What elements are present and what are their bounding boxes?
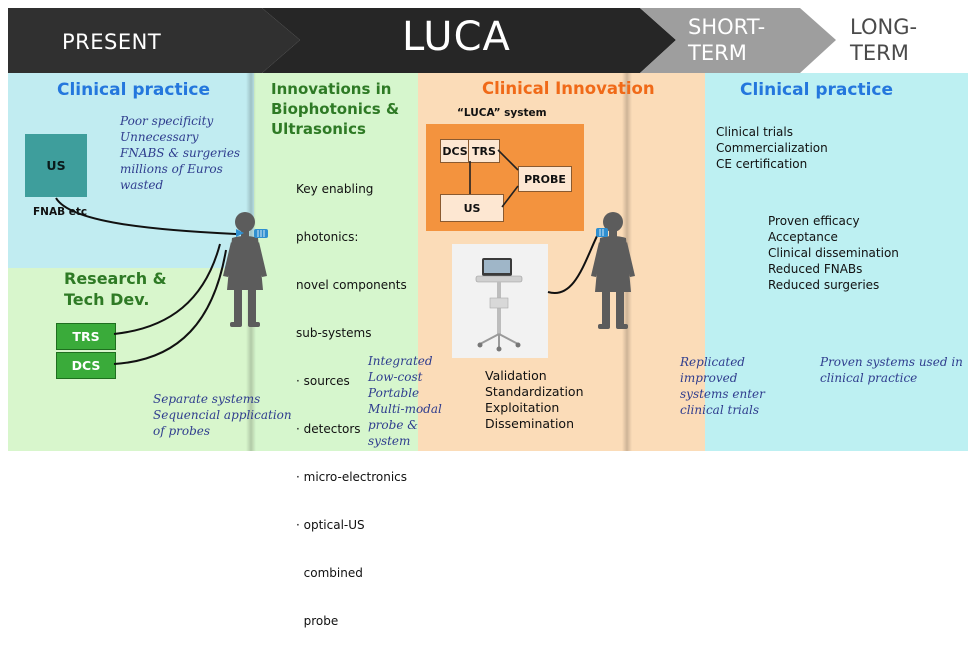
- long-term-line-1: LONG-: [850, 15, 918, 39]
- luca-probe-icon: [596, 228, 608, 237]
- luca-device-image: [452, 244, 548, 358]
- separate-line: of probes: [153, 424, 211, 438]
- short-term-arrow: [640, 8, 836, 73]
- integrated-line: system: [368, 434, 411, 448]
- integrated-line: Portable: [368, 386, 420, 400]
- step-line: Dissemination: [485, 416, 574, 431]
- integrated-line: Low-cost: [368, 370, 423, 384]
- problem-line: FNABS & surgeries: [120, 146, 241, 160]
- enabling-line: Key enabling: [296, 182, 374, 196]
- list2-line: Clinical dissemination: [768, 246, 899, 260]
- luca-probe-box: PROBE: [518, 166, 572, 192]
- luca-internal-connectors: [469, 149, 519, 208]
- us-cable: [55, 197, 237, 235]
- enabling-line: novel components: [296, 278, 407, 292]
- separate-line: Sequencial application: [153, 408, 292, 422]
- luca-trs-box: TRS: [468, 139, 500, 163]
- enabling-line: · optical-US: [296, 518, 365, 532]
- step-line: Standardization: [485, 384, 584, 399]
- integrated-line: probe &: [368, 418, 418, 432]
- separate-systems-text: Separate systems Sequencial application …: [153, 391, 292, 439]
- proven-line: Proven systems used in: [820, 355, 963, 369]
- enabling-line: probe: [296, 614, 339, 628]
- step-line: Exploitation: [485, 400, 560, 415]
- long-term-panel: [705, 73, 968, 451]
- enabling-line: · sources: [296, 374, 350, 388]
- present-clinical-title: Clinical practice: [57, 80, 211, 100]
- replicated-line: systems enter: [680, 387, 765, 401]
- luca-arrow: [262, 8, 676, 73]
- replicated-line: improved: [680, 371, 738, 385]
- enabling-line: combined: [296, 566, 363, 580]
- luca-phase-label: LUCA: [402, 14, 511, 60]
- problems-text: Poor specificity Unnecessary FNABS & sur…: [120, 113, 240, 193]
- problem-line: millions of Euros: [120, 162, 223, 176]
- research-title-line: Research &: [64, 269, 167, 288]
- fnab-label: FNAB etc: [33, 206, 88, 218]
- innovations-title-line: Ultrasonics: [271, 120, 366, 138]
- list2-line: Reduced FNABs: [768, 262, 863, 276]
- long-term-phase-label: LONG- TERM: [850, 14, 917, 66]
- device-cart-icon: [475, 258, 523, 352]
- dcs-cable: [113, 249, 227, 365]
- list2-line: Acceptance: [768, 230, 838, 244]
- present-cables: [55, 197, 237, 365]
- diagram-overlay: [55, 149, 635, 365]
- proven-systems-text: Proven systems used in clinical practice: [820, 354, 963, 386]
- innovations-title: Innovations in Biophotonics & Ultrasonic…: [271, 79, 399, 139]
- list1-line: Clinical trials: [716, 125, 793, 139]
- problem-line: wasted: [120, 178, 164, 192]
- dcs-device-box: DCS: [56, 352, 116, 379]
- luca-system-label: “LUCA” system: [457, 107, 547, 119]
- list2-line: Reduced surgeries: [768, 278, 880, 292]
- phase-arrow-banner: [8, 8, 836, 73]
- step-line: Validation: [485, 368, 547, 383]
- person-with-probes-icon: [223, 212, 267, 327]
- long-term-clinical-title: Clinical practice: [740, 80, 894, 100]
- luca-probe-cable: [547, 233, 599, 295]
- short-term-phase-label: SHORT- TERM: [688, 14, 765, 66]
- integrated-line: Integrated: [368, 354, 433, 368]
- long-term-list-2: Proven efficacy Acceptance Clinical diss…: [768, 213, 899, 293]
- enabling-line: photonics:: [296, 230, 359, 244]
- list2-line: Proven efficacy: [768, 214, 860, 228]
- innovations-title-line: Innovations in: [271, 80, 392, 98]
- short-term-line-1: SHORT-: [688, 15, 766, 39]
- innovations-panel: [254, 73, 418, 451]
- innovations-title-line: Biophotonics &: [271, 100, 400, 118]
- luca-dcs-box: DCS: [440, 139, 470, 163]
- present-phase-label: PRESENT: [62, 30, 162, 54]
- enabling-line: · detectors: [296, 422, 361, 436]
- replicated-text: Replicated improved systems enter clinic…: [680, 354, 765, 418]
- present-arrow: [8, 8, 300, 73]
- problem-line: Poor specificity: [120, 114, 214, 128]
- enabling-line: sub-systems: [296, 326, 372, 340]
- problem-line: Unnecessary: [120, 130, 199, 144]
- long-term-line-2: TERM: [850, 41, 909, 65]
- probe-icons: [236, 229, 268, 238]
- person-with-luca-probe-icon: [591, 212, 635, 329]
- research-title-line: Tech Dev.: [64, 290, 150, 309]
- clinical-innovation-title: Clinical Innovation: [482, 79, 655, 98]
- proven-line: clinical practice: [820, 371, 918, 385]
- list1-line: Commercialization: [716, 141, 828, 155]
- integrated-text: Integrated Low-cost Portable Multi-modal…: [368, 353, 442, 449]
- integrated-line: Multi-modal: [368, 402, 442, 416]
- trs-cable: [113, 243, 221, 335]
- separate-line: Separate systems: [153, 392, 261, 406]
- steps-list: Validation Standardization Exploitation …: [485, 368, 584, 432]
- us-device-box: US: [25, 134, 87, 197]
- list1-line: CE certification: [716, 157, 808, 171]
- long-term-list-1: Clinical trials Commercialization CE cer…: [716, 124, 828, 172]
- replicated-line: Replicated: [680, 355, 745, 369]
- short-term-line-2: TERM: [688, 41, 747, 65]
- research-title: Research & Tech Dev.: [64, 268, 167, 310]
- replicated-line: clinical trials: [680, 403, 760, 417]
- trs-device-box: TRS: [56, 323, 116, 350]
- enabling-line: · micro-electronics: [296, 470, 408, 484]
- luca-us-box: US: [440, 194, 504, 222]
